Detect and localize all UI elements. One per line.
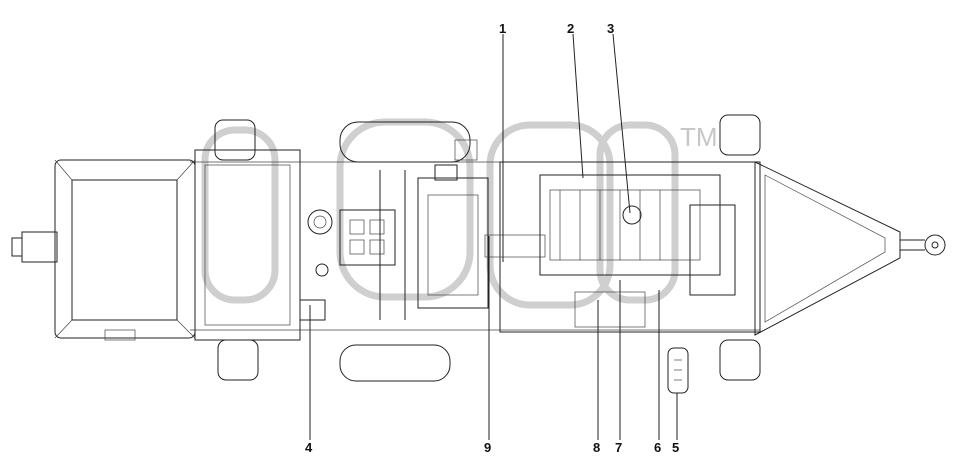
callout-9: 9 xyxy=(484,440,491,455)
tank xyxy=(417,164,546,309)
callout-4: 4 xyxy=(305,440,313,455)
callout-8: 8 xyxy=(593,440,600,455)
chassis xyxy=(190,161,946,336)
leader-lines xyxy=(309,33,678,440)
rear-wheels xyxy=(214,114,761,381)
hopper xyxy=(11,159,196,341)
engine xyxy=(539,174,736,328)
callout-1: 1 xyxy=(499,21,506,36)
callout-3: 3 xyxy=(607,21,614,36)
rear-unit xyxy=(194,149,333,341)
callout-6: 6 xyxy=(654,440,661,455)
callout-2: 2 xyxy=(567,21,574,36)
battery-box xyxy=(667,347,689,394)
callout-7: 7 xyxy=(615,440,622,455)
middle-tires xyxy=(339,121,478,382)
valve-block xyxy=(339,170,406,320)
callout-5: 5 xyxy=(672,440,679,455)
trademark-mark: TM xyxy=(680,122,718,152)
